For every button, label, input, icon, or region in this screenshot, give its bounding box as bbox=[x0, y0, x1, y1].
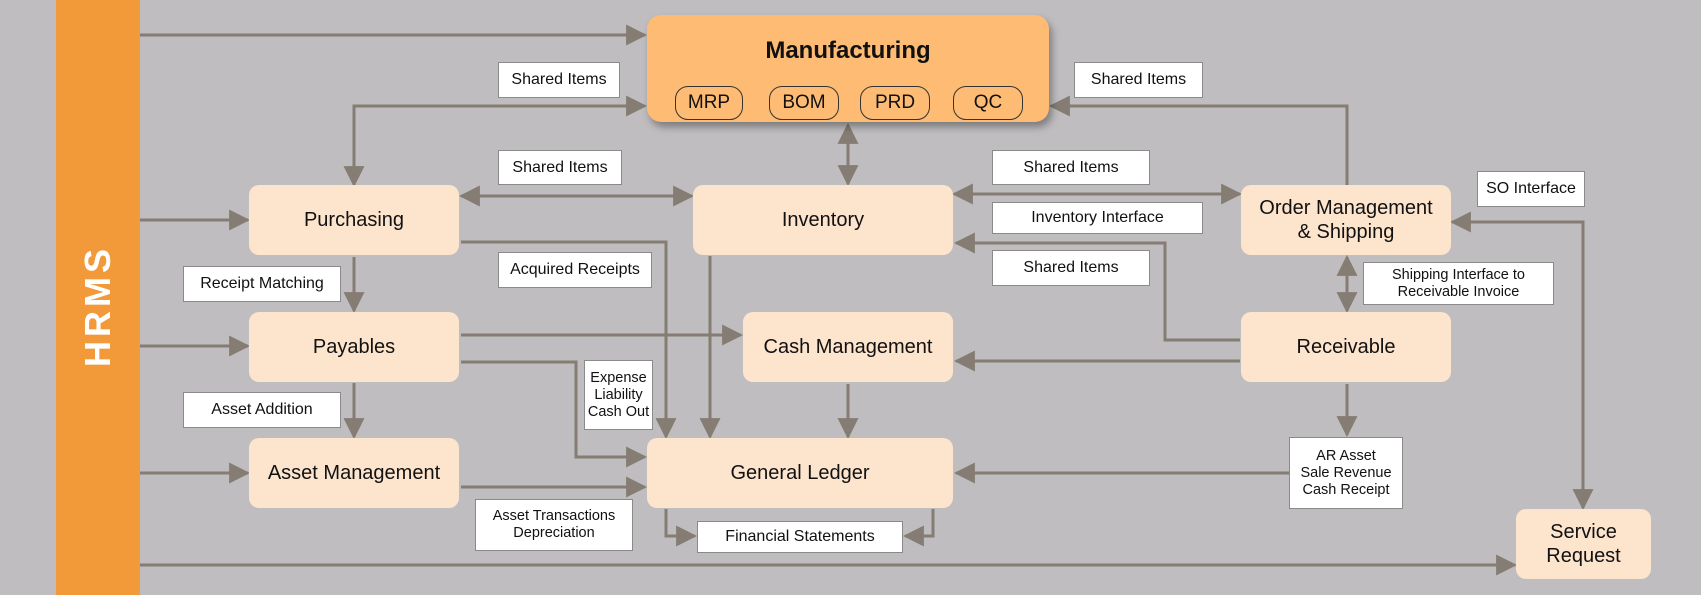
module-cash-management[interactable]: Cash Management bbox=[743, 312, 953, 382]
submodule-qc[interactable]: QC bbox=[953, 86, 1023, 120]
note-expense-liability: Expense Liability Cash Out bbox=[584, 360, 653, 430]
module-payables[interactable]: Payables bbox=[249, 312, 459, 382]
note-shared-items: Shared Items bbox=[498, 62, 620, 98]
note-ar-asset: AR Asset Sale Revenue Cash Receipt bbox=[1289, 437, 1403, 509]
arrow-purchasing-gl bbox=[461, 240, 677, 440]
arrow-gl-fs-right bbox=[902, 509, 935, 547]
note-so-interface: SO Interface bbox=[1477, 171, 1585, 207]
module-order-management[interactable]: Order Management & Shipping bbox=[1241, 185, 1451, 255]
submodule-bom[interactable]: BOM bbox=[769, 86, 839, 120]
note-financial-statements: Financial Statements bbox=[697, 521, 903, 553]
note-shipping-interface: Shipping Interface to Receivable Invoice bbox=[1363, 262, 1554, 305]
module-purchasing[interactable]: Purchasing bbox=[249, 185, 459, 255]
module-inventory[interactable]: Inventory bbox=[693, 185, 953, 255]
module-service-request[interactable]: Service Request bbox=[1516, 509, 1651, 579]
module-general-ledger[interactable]: General Ledger bbox=[647, 438, 953, 508]
hrms-label: HRMS bbox=[77, 245, 118, 367]
submodule-prd[interactable]: PRD bbox=[860, 86, 930, 120]
note-asset-transactions: Asset Transactions Depreciation bbox=[475, 499, 633, 551]
arrow-receivable-inventory bbox=[953, 232, 1240, 342]
arrow-order-manufacturing bbox=[1048, 95, 1349, 186]
arrow-gl-fs-left bbox=[664, 509, 698, 547]
note-shared-items: Shared Items bbox=[992, 150, 1150, 185]
hrms-bar bbox=[56, 0, 140, 595]
module-asset-management[interactable]: Asset Management bbox=[249, 438, 459, 508]
note-receipt-matching: Receipt Matching bbox=[183, 266, 341, 302]
manufacturing-module[interactable]: Manufacturing MRP BOM PRD QC bbox=[647, 15, 1049, 122]
note-shared-items: Shared Items bbox=[498, 150, 622, 185]
note-asset-addition: Asset Addition bbox=[183, 392, 341, 428]
arrow-payables-gl bbox=[461, 360, 648, 468]
manufacturing-title: Manufacturing bbox=[765, 37, 931, 64]
note-shared-items: Shared Items bbox=[992, 250, 1150, 286]
arrow-manufacturing-purchasing bbox=[343, 95, 648, 188]
module-receivable[interactable]: Receivable bbox=[1241, 312, 1451, 382]
submodule-mrp[interactable]: MRP bbox=[675, 86, 743, 120]
arrow-order-service-request bbox=[1449, 211, 1594, 511]
note-acquired-receipts: Acquired Receipts bbox=[498, 252, 652, 288]
note-shared-items: Shared Items bbox=[1074, 62, 1203, 98]
note-inventory-interface: Inventory Interface bbox=[992, 202, 1203, 234]
